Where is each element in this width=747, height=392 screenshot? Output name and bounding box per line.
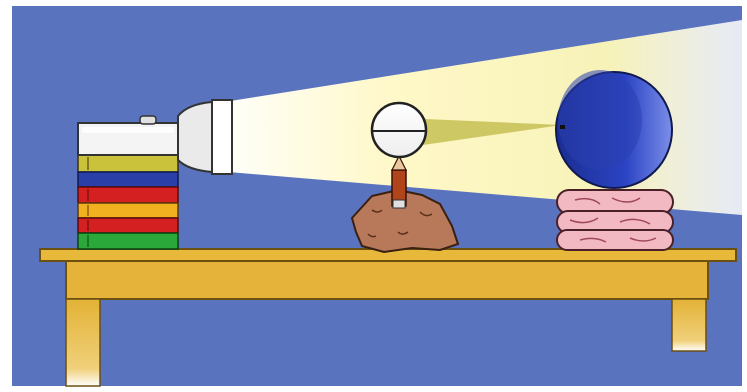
flashlight-icon bbox=[77, 99, 233, 175]
towel-stack-icon bbox=[556, 189, 674, 251]
moon-ball-icon bbox=[370, 101, 428, 159]
shadow-spot bbox=[560, 125, 565, 129]
table-leg-right bbox=[671, 298, 707, 352]
flashlight-lens bbox=[211, 99, 233, 175]
book bbox=[77, 154, 179, 173]
book bbox=[77, 171, 179, 188]
towel bbox=[556, 229, 674, 251]
book-stack bbox=[77, 154, 179, 250]
table-leg-left bbox=[65, 298, 101, 387]
flashlight-switch bbox=[139, 115, 157, 125]
book bbox=[77, 186, 179, 204]
book bbox=[77, 202, 179, 219]
book bbox=[77, 217, 179, 234]
flashlight-head bbox=[177, 100, 213, 174]
pencil-stand-icon bbox=[391, 154, 407, 209]
book bbox=[77, 232, 179, 250]
table-apron bbox=[65, 260, 709, 300]
moon-shadow-cone bbox=[402, 118, 562, 148]
globe-icon bbox=[555, 70, 673, 189]
